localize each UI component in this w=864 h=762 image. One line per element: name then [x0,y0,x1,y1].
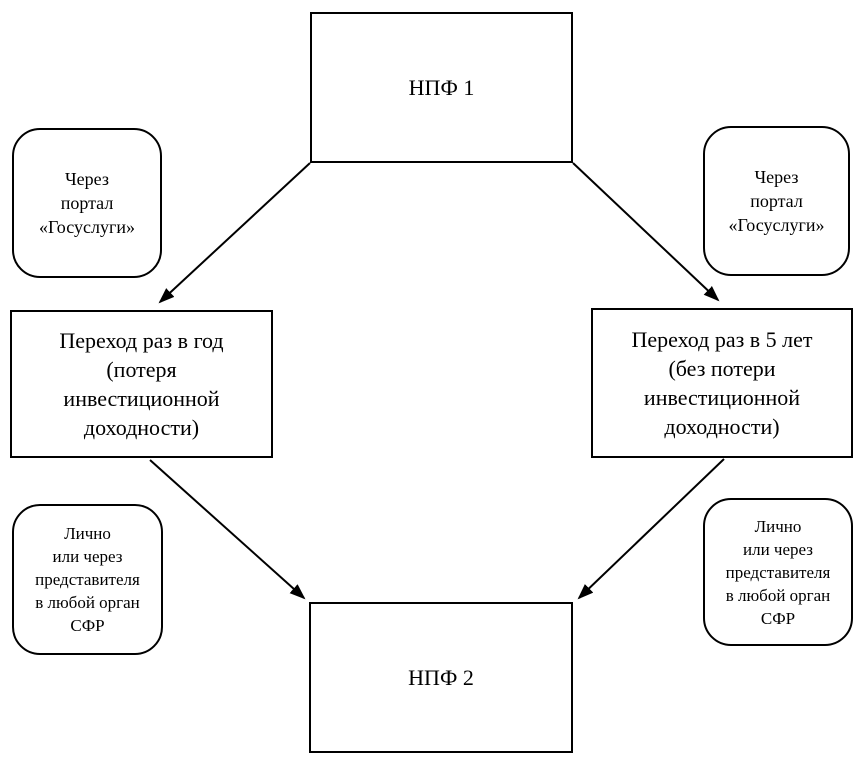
node-portal-gosuslugi-left: Через портал «Госуслуги» [12,128,162,278]
node-inperson-sfr-left-label: Лично или через представителя в любой ор… [35,524,140,635]
arrow-transfer-yearly-to-npf2 [149,459,306,600]
node-transfer-yearly-label: Переход раз в год (потеря инвестиционной… [59,328,224,440]
node-inperson-sfr-right: Лично или через представителя в любой ор… [703,498,853,646]
node-npf1-label: НПФ 1 [408,74,475,100]
node-portal-gosuslugi-right-label: Через портал «Госуслуги» [728,167,825,235]
node-transfer-yearly: Переход раз в год (потеря инвестиционной… [10,310,273,458]
node-npf1: НПФ 1 [310,12,573,163]
arrow-npf1-to-transfer-yearly [158,162,311,304]
node-npf2-label: НПФ 2 [408,664,474,690]
node-npf2: НПФ 2 [309,602,573,753]
node-transfer-5year: Переход раз в 5 лет (без потери инвестиц… [591,308,853,458]
arrow-npf1-to-transfer-5year [572,162,720,302]
node-portal-gosuslugi-right: Через портал «Госуслуги» [703,126,850,276]
node-transfer-5year-label: Переход раз в 5 лет (без потери инвестиц… [631,327,813,439]
node-portal-gosuslugi-left-label: Через портал «Госуслуги» [38,169,135,237]
node-inperson-sfr-right-label: Лично или через представителя в любой ор… [725,516,831,628]
node-inperson-sfr-left: Лично или через представителя в любой ор… [12,504,163,655]
